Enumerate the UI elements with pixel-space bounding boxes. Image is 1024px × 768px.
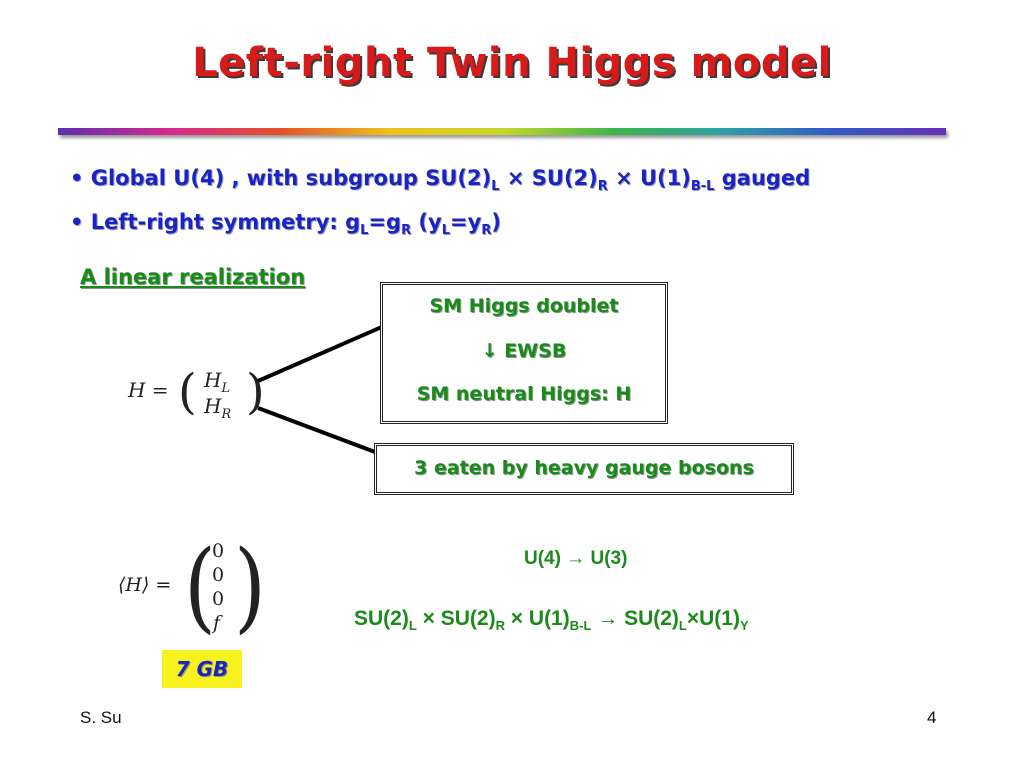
box-line-3: SM neutral Higgs: H [416, 383, 632, 405]
entry-symbol: H [204, 394, 222, 418]
sm-higgs-box: SM Higgs doublet ↓ EWSB SM neutral Higgs… [380, 282, 668, 424]
bullet-dot: • [70, 166, 91, 190]
equation-lhs: H = [128, 378, 169, 402]
footer-author: S. Su [80, 708, 122, 727]
box-line-2: ↓ EWSB [481, 340, 567, 362]
breaking-text: → SU(2) [591, 607, 679, 630]
footer-page-number: 4 [927, 708, 937, 727]
goldstone-count-label: 7 GB [162, 650, 242, 688]
left-paren: ( [184, 530, 216, 644]
subscript: L [441, 223, 451, 239]
subscript: L [678, 618, 687, 634]
vev-entry: f [213, 612, 221, 634]
subscript: Y [739, 618, 749, 634]
bullet-text: =g [368, 210, 402, 234]
subscript: R [597, 179, 608, 195]
entry-symbol: H [204, 368, 222, 392]
connector-line-top [257, 324, 385, 383]
slide-title: Left-right Twin Higgs model [192, 40, 832, 86]
bullet-text: ) [491, 210, 501, 234]
bullet-text: gauged [714, 166, 811, 190]
bullet-text: =y [450, 210, 482, 234]
box-line-1: SM Higgs doublet [429, 295, 619, 317]
entry-subscript: L [221, 381, 231, 396]
vev-entry: 0 [212, 564, 225, 586]
breaking-text: ×U(1) [686, 607, 740, 630]
bullet-text: Global U(4) , with subgroup SU(2) [90, 166, 492, 190]
subscript: R [495, 618, 505, 634]
breaking-text: × SU(2) [416, 607, 496, 630]
vev-entry: 0 [212, 540, 225, 562]
linear-realization-heading: A linear realization [80, 265, 306, 289]
bullet-left-right-symmetry: • Left-right symmetry: gL=gR (yL=yR) [70, 210, 501, 238]
bullet-text: × SU(2) [499, 166, 598, 190]
connector-line-bottom [257, 406, 376, 454]
subscript: R [401, 223, 412, 239]
right-paren: ) [234, 530, 266, 644]
bullet-dot: • [70, 210, 91, 234]
gauge-breaking: SU(2)L × SU(2)R × U(1)B-L → SU(2)L×U(1)Y [354, 607, 749, 633]
entry-subscript: R [221, 407, 232, 422]
breaking-text: × U(1) [504, 607, 570, 630]
matrix-entry-bottom: HR [204, 394, 231, 422]
eaten-bosons-box: 3 eaten by heavy gauge bosons [374, 443, 794, 495]
subscript: L [408, 618, 417, 634]
bullet-text: × U(1) [607, 166, 691, 190]
subscript: L [491, 179, 500, 195]
left-paren: ( [178, 364, 197, 420]
matrix-entry-top: HL [204, 368, 230, 396]
bullet-text: (y [411, 210, 442, 234]
vev-lhs: ⟨H⟩ = [118, 574, 172, 596]
subscript: B-L [690, 179, 715, 195]
vev-entry: 0 [212, 588, 225, 610]
subscript: B-L [569, 618, 592, 634]
vev-equation: ⟨H⟩ = ( 0 0 0 f ) [118, 530, 266, 644]
bullet-global-u4: • Global U(4) , with subgroup SU(2)L × S… [70, 166, 810, 194]
bullet-text: Left-right symmetry: g [90, 210, 361, 234]
u4-breaking: U(4) → U(3) [524, 548, 628, 569]
subscript: R [481, 223, 492, 239]
rainbow-divider [58, 128, 946, 135]
subscript: L [360, 223, 369, 239]
breaking-text: SU(2) [354, 607, 409, 630]
